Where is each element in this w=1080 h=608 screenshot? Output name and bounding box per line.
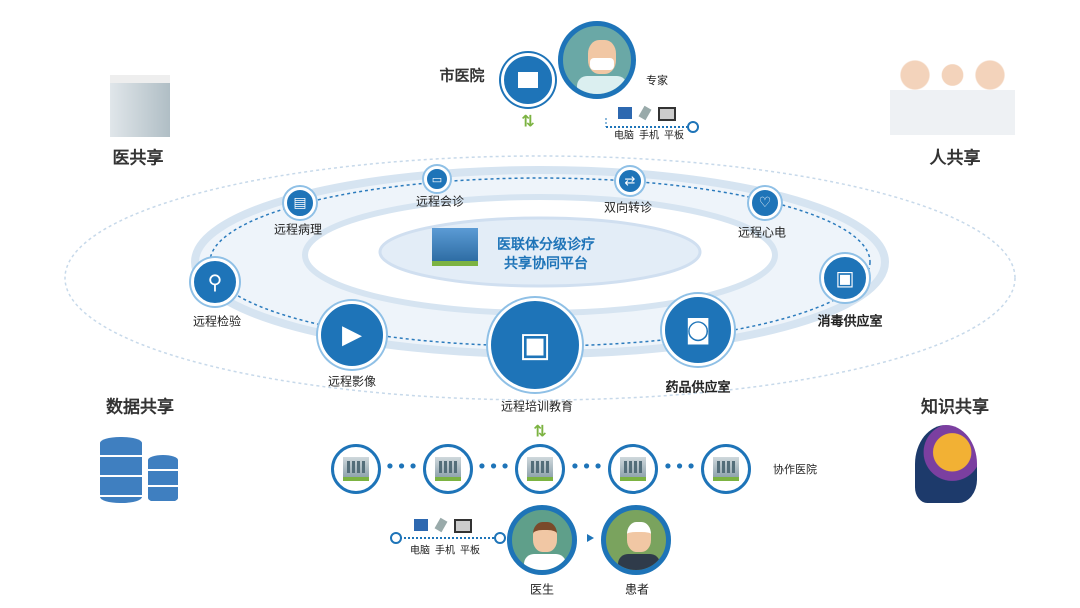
heart-ecg-icon[interactable]: ♡: [749, 187, 781, 219]
wifi-monitor-icon[interactable]: ◙: [662, 294, 734, 366]
corner-label-knowledge: 知识共享: [921, 397, 989, 418]
computer-icon: [414, 519, 428, 531]
hospital-icon: [527, 457, 553, 481]
patient-label: 患者: [624, 582, 650, 597]
platform-title-line1: 医联体分级诊疗: [497, 237, 595, 253]
city-hospital-label: 市医院: [439, 66, 485, 85]
database-icon: [100, 437, 142, 503]
device-label-phone: 手机: [639, 130, 659, 142]
doctor-label: 医生: [529, 582, 555, 597]
computer-icon: [618, 107, 632, 119]
dots-connector: •••: [569, 456, 605, 478]
partner-hospital[interactable]: [331, 444, 381, 494]
hospital-icon: [435, 457, 461, 481]
platform-title-line2: 共享协同平台: [504, 256, 588, 272]
service-label: 远程心电: [737, 225, 787, 240]
partner-hospital-label: 协作医院: [773, 463, 817, 476]
expert-avatar[interactable]: [558, 21, 636, 99]
service-label: 远程影像: [327, 374, 377, 389]
service-label: 双向转诊: [603, 200, 653, 215]
medical-staff-icon: [890, 60, 1015, 135]
swap-icon[interactable]: ⇄: [616, 167, 644, 195]
clipboard-icon[interactable]: ▤: [284, 187, 316, 219]
phone-icon: [638, 105, 652, 121]
doctor-avatar[interactable]: [507, 505, 577, 575]
partner-hospital[interactable]: [423, 444, 473, 494]
hospital-icon: [620, 457, 646, 481]
partner-hospital[interactable]: [515, 444, 565, 494]
microscope-icon[interactable]: ⚲: [191, 258, 239, 306]
teaching-screen-icon[interactable]: ▣: [488, 298, 582, 392]
service-label: 药品供应室: [665, 380, 731, 396]
tablet-icon: [454, 519, 472, 533]
play-tv-icon[interactable]: ▶: [318, 301, 386, 369]
service-label: 消毒供应室: [817, 314, 883, 330]
device-label-tablet: 平板: [460, 545, 480, 557]
device-label-tablet: 平板: [664, 130, 684, 142]
city-hospital-icon[interactable]: [504, 56, 552, 104]
corner-label-people: 人共享: [929, 148, 981, 169]
corner-label-medical: 医共享: [112, 148, 164, 169]
service-label: 远程检验: [192, 314, 242, 329]
database-small-icon: [148, 455, 178, 503]
device-icons: [618, 105, 676, 121]
corner-label-data: 数据共享: [106, 397, 174, 418]
exchange-arrows-icon: ⇅: [533, 421, 547, 441]
partner-hospital[interactable]: [701, 444, 751, 494]
id-card-icon[interactable]: ▣: [821, 254, 869, 302]
brain-gears-icon: [915, 425, 977, 503]
tablet-icon: [658, 107, 676, 121]
dots-connector: •••: [476, 456, 512, 478]
service-label: 远程培训教育: [500, 399, 574, 414]
device-label-phone: 手机: [435, 545, 455, 557]
partner-hospital[interactable]: [608, 444, 658, 494]
dots-connector: •••: [662, 456, 698, 478]
service-label: 远程会诊: [415, 194, 465, 209]
hospital-icon: [343, 457, 369, 481]
device-label-computer: 电脑: [614, 130, 634, 142]
dots-connector: •••: [384, 456, 420, 478]
exchange-arrows-icon: ⇅: [521, 111, 535, 131]
device-label-computer: 电脑: [410, 545, 430, 557]
platform-building-icon: [432, 228, 478, 266]
hospital-building-icon: [110, 75, 170, 137]
service-label: 远程病理: [273, 222, 323, 237]
device-icons: [414, 517, 472, 533]
expert-label: 专家: [646, 74, 668, 87]
hospital-icon: [713, 457, 739, 481]
phone-icon: [434, 517, 448, 533]
monitor-icon[interactable]: ▭: [424, 166, 450, 192]
patient-avatar[interactable]: [601, 505, 671, 575]
